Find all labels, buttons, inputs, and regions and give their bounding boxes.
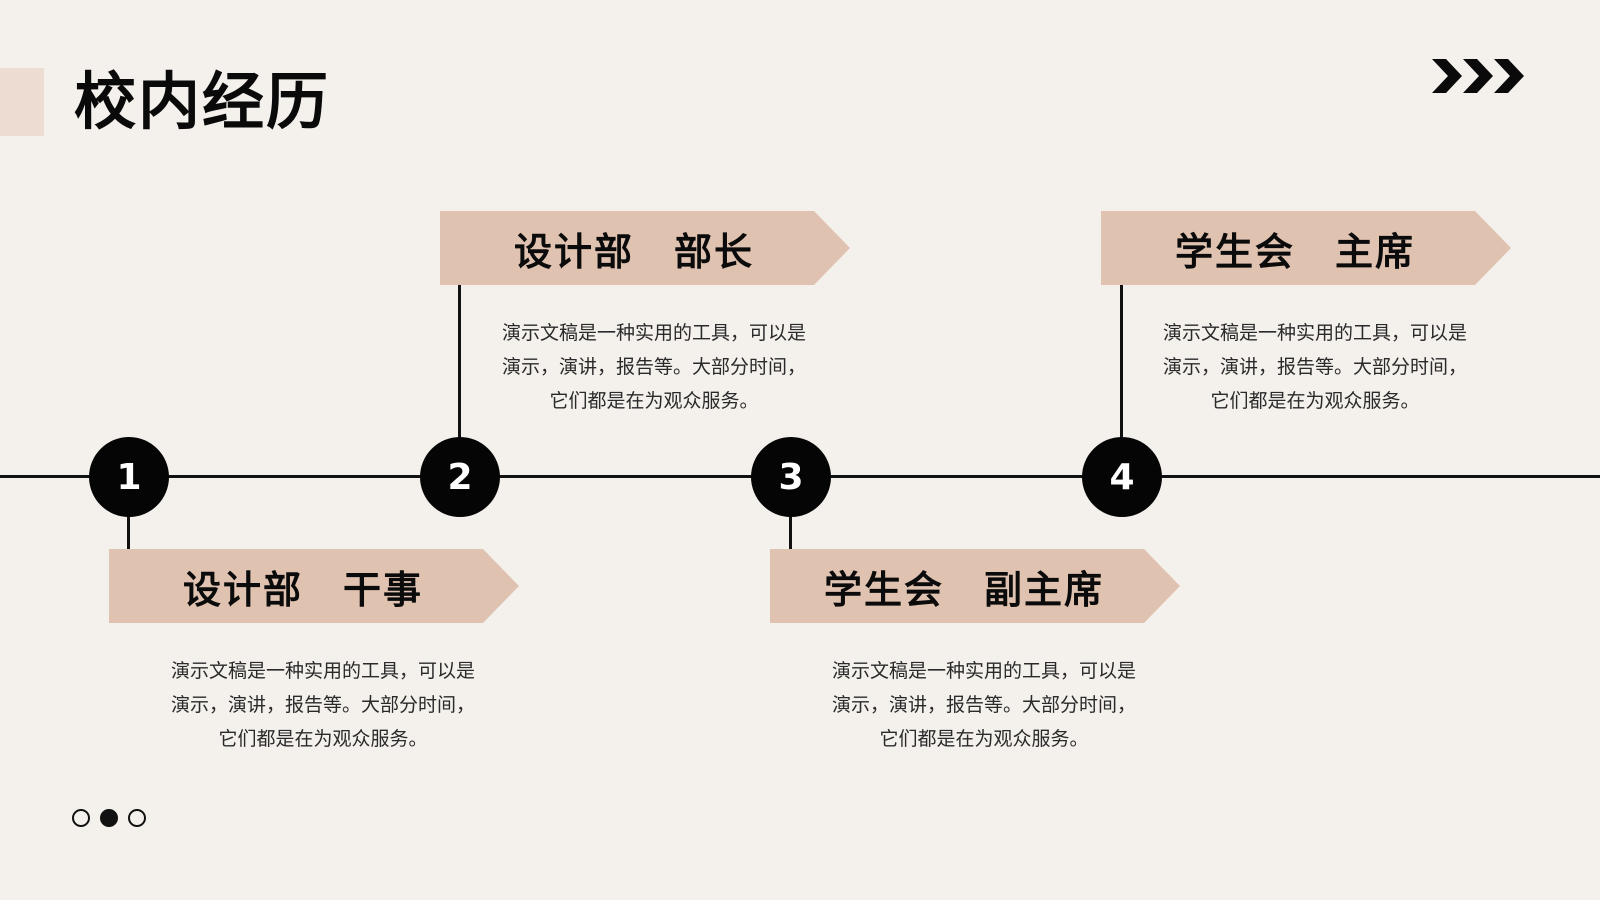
milestone-4-description-line: 演示文稿是一种实用的工具，可以是 xyxy=(1162,322,1467,344)
page-dot-3[interactable] xyxy=(128,809,146,827)
milestone-4-badge: 4 xyxy=(1082,437,1162,517)
milestone-4-description-line: 演示，演讲，报告等。大部分时间， xyxy=(1162,356,1467,378)
milestone-3-connector xyxy=(789,512,792,550)
milestone-2-banner-arrow-shape xyxy=(440,211,850,285)
title-accent-block xyxy=(0,68,44,136)
milestone-1-description: 演示文稿是一种实用的工具，可以是 演示，演讲，报告等。大部分时间， 它们都是在为… xyxy=(113,654,533,756)
page-indicator xyxy=(72,809,146,827)
milestone-4-title: 学生会 主席 xyxy=(1174,229,1415,274)
milestone-4-description: 演示文稿是一种实用的工具，可以是 演示，演讲，报告等。大部分时间， 它们都是在为… xyxy=(1105,316,1525,418)
page-title: 校内经历 xyxy=(74,65,331,138)
milestone-3-description-line: 演示文稿是一种实用的工具，可以是 xyxy=(831,660,1136,682)
milestone-3-banner: 学生会 副主席 xyxy=(770,549,1180,623)
milestone-4-description-line: 它们都是在为观众服务。 xyxy=(1210,390,1420,412)
milestone-2-description-line: 演示文稿是一种实用的工具，可以是 xyxy=(501,322,806,344)
triple-chevron-right-icon xyxy=(1432,59,1524,93)
milestone-1-connector xyxy=(127,512,130,550)
milestone-2-description: 演示文稿是一种实用的工具，可以是 演示，演讲，报告等。大部分时间， 它们都是在为… xyxy=(444,316,864,418)
page-dot-1[interactable] xyxy=(72,809,90,827)
milestone-1-banner: 设计部 干事 xyxy=(109,549,519,623)
milestone-4-banner-arrow-shape xyxy=(1101,211,1511,285)
milestone-3-description: 演示文稿是一种实用的工具，可以是 演示，演讲，报告等。大部分时间， 它们都是在为… xyxy=(774,654,1194,756)
milestone-2-title: 设计部 部长 xyxy=(513,229,754,274)
milestone-1-description-line: 它们都是在为观众服务。 xyxy=(218,728,428,750)
milestone-1-description-line: 演示文稿是一种实用的工具，可以是 xyxy=(170,660,475,682)
milestone-2-description-line: 它们都是在为观众服务。 xyxy=(549,390,759,412)
milestone-2-badge: 2 xyxy=(420,437,500,517)
milestone-4-banner: 学生会 主席 xyxy=(1101,211,1511,285)
milestone-3-badge: 3 xyxy=(751,437,831,517)
milestone-3-banner-arrow-shape xyxy=(770,549,1180,623)
milestone-2-connector xyxy=(458,280,461,440)
milestone-1-title: 设计部 干事 xyxy=(182,567,423,612)
milestone-2-description-line: 演示，演讲，报告等。大部分时间， xyxy=(501,356,806,378)
milestone-3-title: 学生会 副主席 xyxy=(823,567,1104,612)
milestone-3-description-line: 演示，演讲，报告等。大部分时间， xyxy=(831,694,1136,716)
milestone-1-badge: 1 xyxy=(89,437,169,517)
milestone-1-banner-arrow-shape xyxy=(109,549,519,623)
milestone-1-description-line: 演示，演讲，报告等。大部分时间， xyxy=(170,694,475,716)
milestone-4-connector xyxy=(1120,280,1123,440)
milestone-2-banner: 设计部 部长 xyxy=(440,211,850,285)
page-dot-2-active[interactable] xyxy=(100,809,118,827)
milestone-3-description-line: 它们都是在为观众服务。 xyxy=(879,728,1089,750)
